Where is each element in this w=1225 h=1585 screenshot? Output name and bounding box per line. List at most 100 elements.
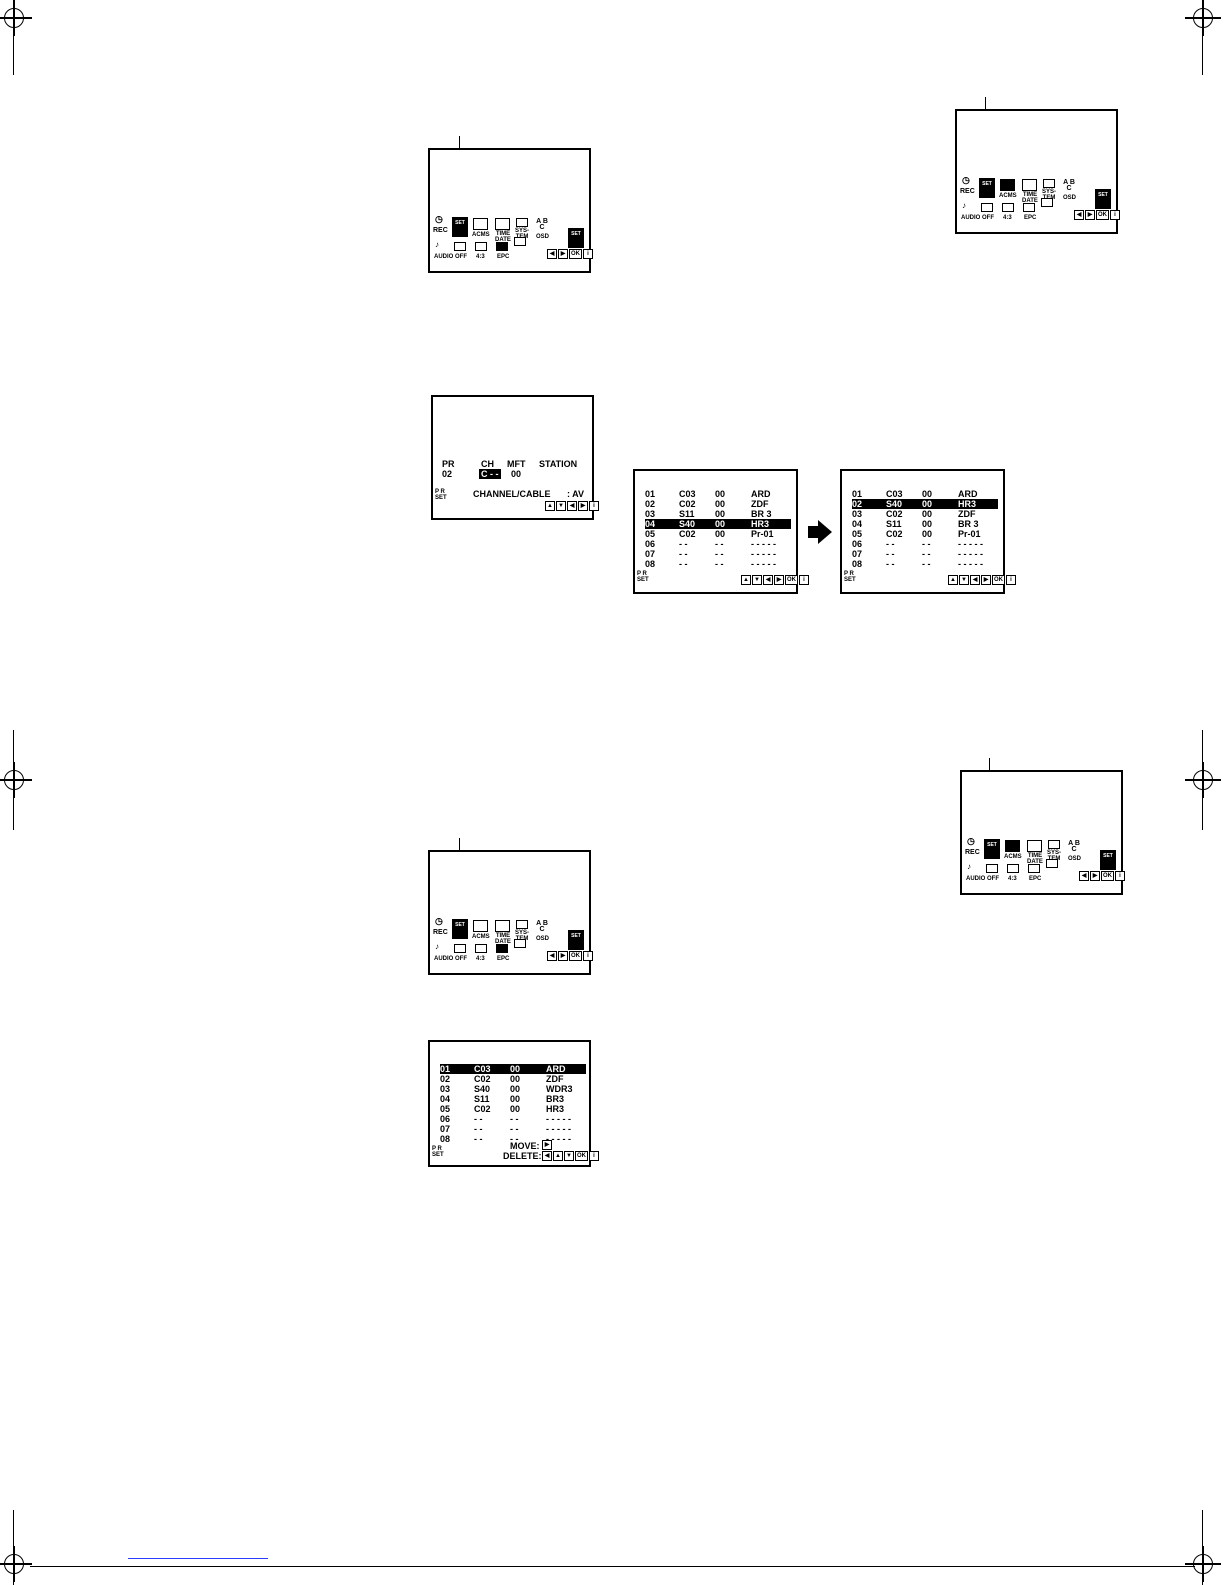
up-arrow-button[interactable]: ▲ — [553, 1151, 563, 1161]
ok-button[interactable]: OK — [569, 249, 582, 259]
info-button[interactable]: i — [589, 501, 599, 511]
info-button[interactable]: i — [583, 249, 593, 259]
info-button[interactable]: i — [589, 1151, 599, 1161]
pr-set-badge-label: SET — [1098, 192, 1108, 198]
right-arrow-button[interactable]: ▶ — [542, 1140, 552, 1150]
off-icon[interactable] — [981, 203, 993, 212]
ok-button[interactable]: OK — [569, 951, 582, 961]
system-icon[interactable] — [1043, 179, 1055, 188]
aspect-icon[interactable] — [475, 944, 487, 953]
pr-set-label: SET — [982, 181, 992, 187]
right-arrow-button[interactable]: ▶ — [981, 575, 991, 585]
left-arrow-button[interactable]: ◀ — [1074, 210, 1084, 220]
aspect-icon[interactable] — [1007, 864, 1019, 873]
ok-button[interactable]: OK — [992, 575, 1005, 585]
time-date-icon[interactable] — [1027, 840, 1042, 852]
table-row[interactable]: 07- -- -- - - - - — [852, 549, 983, 559]
cassette-icon[interactable] — [1041, 198, 1053, 207]
pr-set-icon[interactable]: SET — [984, 839, 1000, 859]
acms-icon[interactable] — [1005, 840, 1020, 852]
left-arrow-button[interactable]: ◀ — [542, 1151, 552, 1161]
off-icon[interactable] — [454, 944, 466, 953]
table-row[interactable]: 06- -- -- - - - - — [645, 539, 776, 549]
right-arrow-button[interactable]: ▶ — [558, 249, 568, 259]
down-arrow-button[interactable]: ▼ — [959, 575, 969, 585]
ok-button[interactable]: OK — [1096, 210, 1109, 220]
info-button[interactable]: i — [1006, 575, 1016, 585]
table-row[interactable]: 07- -- -- - - - - — [440, 1124, 571, 1134]
table-row[interactable]: 08- -- -- - - - - — [852, 559, 983, 569]
right-arrow-button[interactable]: ▶ — [774, 575, 784, 585]
system-icon[interactable] — [516, 218, 528, 227]
off-icon[interactable] — [986, 864, 998, 873]
table-row[interactable]: 08- -- -- - - - - — [645, 559, 776, 569]
table-row[interactable]: 06- -- -- - - - - — [440, 1114, 571, 1124]
info-button[interactable]: i — [799, 575, 809, 585]
time-date-icon[interactable] — [495, 920, 510, 932]
right-arrow-button[interactable]: ▶ — [578, 501, 588, 511]
epc-icon[interactable] — [496, 944, 508, 953]
epc-icon[interactable] — [1028, 864, 1040, 873]
acms-icon[interactable] — [473, 920, 488, 932]
left-arrow-button[interactable]: ◀ — [567, 501, 577, 511]
info-button[interactable]: i — [1110, 210, 1120, 220]
right-arrow-button[interactable]: ▶ — [1090, 871, 1100, 881]
down-arrow-button[interactable]: ▼ — [556, 501, 566, 511]
pr-set-icon[interactable]: SET — [979, 178, 995, 198]
aspect-icon[interactable] — [475, 242, 487, 251]
pr-set-icon[interactable]: SET — [452, 217, 468, 237]
left-arrow-button[interactable]: ◀ — [970, 575, 980, 585]
left-arrow-button[interactable]: ◀ — [547, 249, 557, 259]
up-arrow-button[interactable]: ▲ — [545, 501, 555, 511]
cassette-icon[interactable] — [514, 237, 526, 246]
system-icon[interactable] — [516, 920, 528, 929]
rec-label: REC — [965, 849, 980, 856]
acms-icon[interactable] — [473, 218, 488, 230]
left-arrow-button[interactable]: ◀ — [763, 575, 773, 585]
table-row[interactable]: 08- -- -- - - - - — [440, 1134, 571, 1144]
time-date-icon[interactable] — [495, 218, 510, 230]
channel-cable-value[interactable]: : AV — [567, 489, 584, 499]
left-arrow-button[interactable]: ◀ — [1079, 871, 1089, 881]
acms-icon[interactable] — [1000, 179, 1015, 191]
ok-button[interactable]: OK — [785, 575, 798, 585]
down-arrow-button[interactable]: ▼ — [752, 575, 762, 585]
left-arrow-button[interactable]: ◀ — [547, 951, 557, 961]
info-button[interactable]: i — [1115, 871, 1125, 881]
cassette-icon[interactable] — [514, 939, 526, 948]
up-arrow-button[interactable]: ▲ — [948, 575, 958, 585]
epc-icon[interactable] — [496, 242, 508, 251]
table-row[interactable]: 06- -- -- - - - - — [852, 539, 983, 549]
epc-icon[interactable] — [1023, 203, 1035, 212]
ok-button[interactable]: OK — [575, 1151, 588, 1161]
aspect-icon[interactable] — [1002, 203, 1014, 212]
cassette-icon[interactable] — [1046, 859, 1058, 868]
ok-button[interactable]: OK — [1101, 871, 1114, 881]
up-arrow-button[interactable]: ▲ — [741, 575, 751, 585]
off-icon[interactable] — [454, 242, 466, 251]
pr-set-icon[interactable]: SET — [452, 919, 468, 939]
info-button[interactable]: i — [583, 951, 593, 961]
time-date-icon[interactable] — [1022, 179, 1037, 191]
table-row[interactable]: 07- -- -- - - - - — [645, 549, 776, 559]
right-arrow-button[interactable]: ▶ — [558, 951, 568, 961]
down-arrow-button[interactable]: ▼ — [564, 1151, 574, 1161]
ch-value[interactable]: C - - — [479, 469, 501, 479]
system-icon[interactable] — [1048, 840, 1060, 849]
right-arrow-button[interactable]: ▶ — [1085, 210, 1095, 220]
